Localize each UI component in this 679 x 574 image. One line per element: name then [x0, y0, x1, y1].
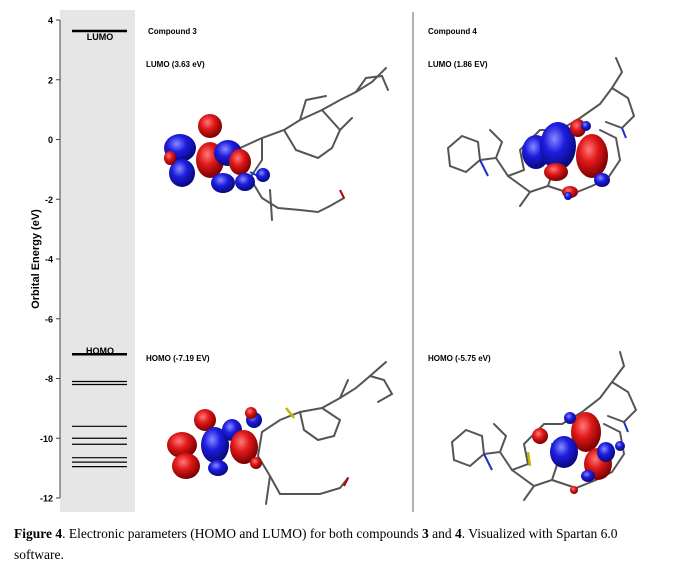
y-tick-label: -10 — [40, 434, 53, 444]
energy-diagram: 4 2 0 -2 -4 -6 -8 -10 -12 LUMO HOMO Orbital Ener… — [30, 10, 135, 512]
y-axis-ticks: 4 2 0 -2 -4 -6 -8 -10 -12 — [40, 16, 60, 504]
caption-compound-3: 3 — [422, 526, 429, 541]
energy-panel-background — [60, 10, 135, 512]
compound-3-title: Compound 3 — [148, 27, 197, 36]
compound-3-lumo-molecule — [164, 67, 389, 221]
compound-4-lumo-label: LUMO (1.86 EV) — [428, 60, 488, 69]
y-tick-label: -8 — [45, 374, 53, 384]
figure-caption: Figure 4. Electronic parameters (HOMO an… — [14, 523, 669, 565]
compound-3-homo-molecule — [167, 361, 394, 505]
caption-figure-number: Figure 4 — [14, 526, 63, 541]
y-tick-label: 2 — [48, 75, 53, 85]
caption-compound-4: 4 — [455, 526, 462, 541]
y-tick-label: 0 — [48, 135, 53, 145]
homo-level-label: HOMO — [86, 346, 114, 356]
caption-text-1: . Electronic parameters (HOMO and LUMO) … — [62, 526, 423, 541]
orbital-levels — [72, 29, 127, 468]
compound-4-homo-molecule — [451, 351, 638, 501]
lumo-level-label: LUMO — [87, 32, 114, 42]
y-axis-label: Orbital Energy (eV) — [30, 209, 42, 309]
y-tick-label: -4 — [45, 255, 53, 265]
caption-text-2: and — [428, 526, 456, 541]
y-tick-label: -6 — [45, 314, 53, 324]
compound-4-homo-label: HOMO (-5.75 eV) — [428, 354, 491, 363]
compound-3-lumo-label: LUMO (3.63 eV) — [146, 60, 205, 69]
compound-4-lumo-molecule — [447, 57, 636, 207]
compound-4-title: Compound 4 — [428, 27, 477, 36]
compound-3-homo-label: HOMO (-7.19 EV) — [146, 354, 210, 363]
figure-4: 4 2 0 -2 -4 -6 -8 -10 -12 LUMO HOMO Orbital Ener… — [30, 10, 638, 512]
y-tick-label: -2 — [45, 195, 53, 205]
y-tick-label: 4 — [48, 16, 53, 26]
caption-text-3: . Visualized with Spartan 6.0 software. — [14, 526, 618, 562]
y-tick-label: -12 — [40, 494, 53, 504]
